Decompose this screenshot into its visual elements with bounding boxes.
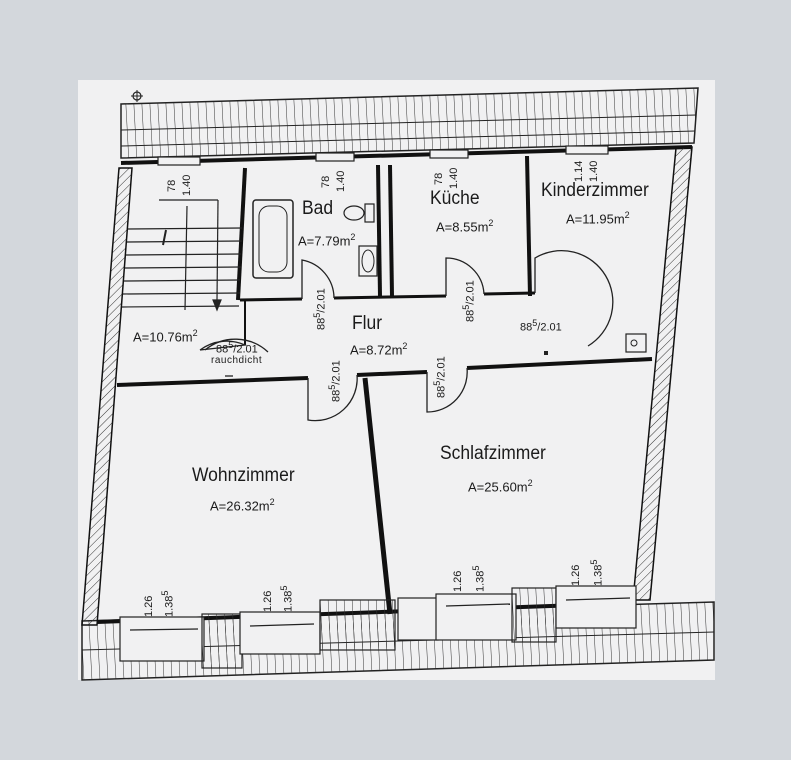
room-area-kueche: A=8.55m2 — [436, 218, 494, 235]
plan-sheet — [78, 80, 715, 680]
north-arrow-icon — [131, 90, 143, 102]
interior-walls — [116, 155, 653, 615]
window-label-top-1: 78 — [166, 179, 178, 192]
sink-icon — [358, 245, 378, 277]
window-label-top-4: 1.14 — [573, 160, 585, 182]
chimney-icon — [625, 333, 647, 353]
window-height-top-1: 1.40 — [181, 174, 193, 196]
window-label-bottom-1: 1.26 — [143, 595, 155, 617]
window-height-top-2: 1.40 — [335, 170, 347, 192]
room-name-schlafzimmer: Schlafzimmer — [440, 443, 546, 464]
toilet-icon — [343, 203, 375, 223]
window-label-top-3: 78 — [433, 172, 445, 185]
window-label-top-2: 78 — [320, 175, 332, 188]
roof-top — [120, 87, 699, 159]
top-windows — [157, 145, 609, 166]
door-label-kinderzimmer: 885/2.01 — [520, 318, 562, 334]
staircase — [121, 199, 243, 312]
window-label-bottom-4: 1.26 — [570, 564, 582, 586]
window-height-bottom-2: 1.385 — [279, 585, 295, 612]
room-area-flur: A=8.72m2 — [350, 341, 408, 358]
rauchdicht-label: rauchdicht — [211, 355, 263, 366]
door-label-bad: 885/2.01 — [312, 288, 328, 330]
room-name-bad: Bad — [302, 198, 334, 219]
window-height-bottom-4: 1.385 — [589, 559, 605, 586]
door-swings — [199, 249, 614, 422]
window-height-top-4: 1.40 — [588, 160, 600, 182]
room-area-bad: A=7.79m2 — [298, 232, 356, 249]
window-height-top-3: 1.40 — [448, 167, 460, 189]
door-label-wohnzimmer: 885/2.01 — [327, 360, 343, 402]
room-area-wohnzimmer: A=26.32m2 — [210, 497, 275, 514]
door-label-schlafzimmer: 885/2.01 — [432, 356, 448, 398]
door-label-kueche: 885/2.01 — [461, 280, 477, 322]
room-name-kueche: Küche — [430, 188, 480, 209]
bathtub-icon — [252, 199, 294, 279]
room-name-flur: Flur — [352, 313, 383, 334]
window-height-bottom-3: 1.385 — [471, 565, 487, 592]
room-area-treppenhaus: A=10.76m2 — [133, 328, 198, 345]
door-label-treppe: 885/2.01 — [216, 340, 258, 356]
room-name-wohnzimmer: Wohnzimmer — [192, 465, 295, 486]
window-label-bottom-2: 1.26 — [262, 590, 274, 612]
window-label-bottom-3: 1.26 — [452, 570, 464, 592]
window-height-bottom-1: 1.385 — [160, 590, 176, 617]
room-name-kinderzimmer: Kinderzimmer — [541, 180, 649, 201]
room-area-schlafzimmer: A=25.60m2 — [468, 478, 533, 495]
room-area-kinderzimmer: A=11.95m2 — [566, 210, 630, 227]
bottom-windows — [119, 585, 637, 669]
